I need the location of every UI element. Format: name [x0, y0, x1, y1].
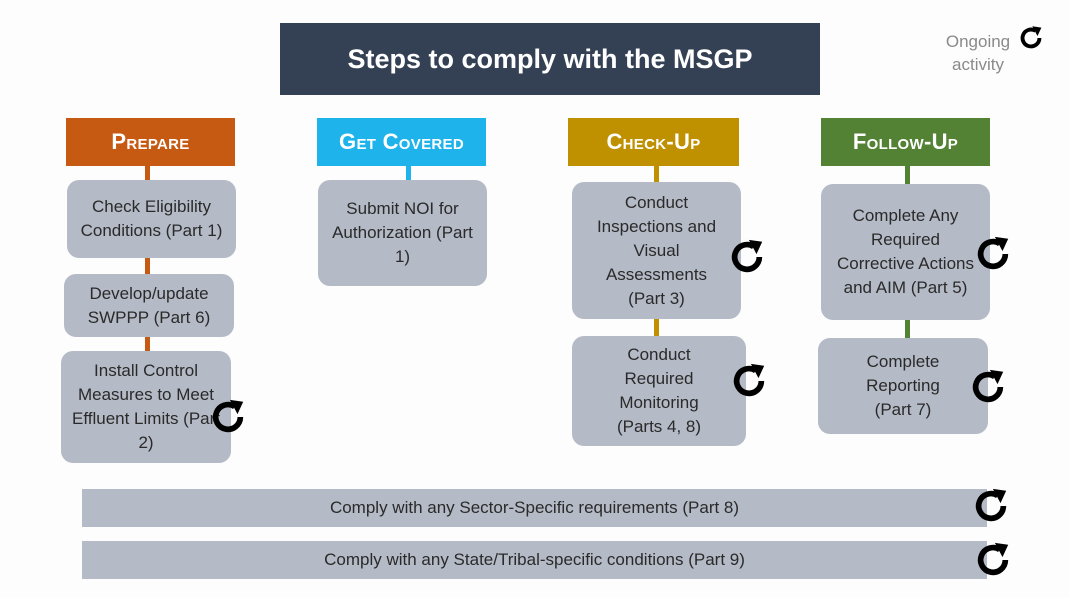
- sector-specific-bar: Comply with any Sector-Specific requirem…: [82, 489, 987, 527]
- circular-arrow-icon: [209, 398, 247, 436]
- step-develop-swppp: Develop/update SWPPP (Part 6): [64, 274, 234, 337]
- connector-line: [145, 166, 150, 351]
- circular-arrow-icon: [969, 368, 1007, 406]
- step-install-control-measures: Install Control Measures to Meet Effluen…: [61, 351, 231, 463]
- header-prepare: Prepare: [66, 118, 235, 166]
- circular-arrow-icon: [974, 541, 1012, 579]
- step-conduct-monitoring: Conduct Required Monitoring (Parts 4, 8): [572, 336, 746, 446]
- legend-label: Ongoing activity: [945, 32, 1011, 74]
- circular-arrow-icon: [728, 238, 766, 276]
- connector-line: [406, 166, 411, 180]
- header-follow-up: Follow-Up: [821, 118, 990, 166]
- page-title: Steps to comply with the MSGP: [280, 23, 820, 95]
- header-get-covered: Get Covered: [317, 118, 486, 166]
- step-complete-reporting: Complete Reporting (Part 7): [818, 338, 988, 434]
- state-tribal-bar: Comply with any State/Tribal-specific co…: [82, 541, 987, 579]
- step-submit-noi: Submit NOI for Authorization (Part 1): [318, 180, 487, 286]
- step-check-eligibility: Check Eligibility Conditions (Part 1): [67, 180, 236, 258]
- circular-arrow-icon: [730, 362, 768, 400]
- circular-arrow-icon: [1018, 25, 1044, 51]
- header-check-up: Check-Up: [568, 118, 739, 166]
- circular-arrow-icon: [974, 235, 1012, 273]
- step-conduct-inspections: Conduct Inspections and Visual Assessmen…: [572, 182, 741, 319]
- circular-arrow-icon: [972, 487, 1010, 525]
- step-corrective-actions: Complete Any Required Corrective Actions…: [821, 184, 990, 320]
